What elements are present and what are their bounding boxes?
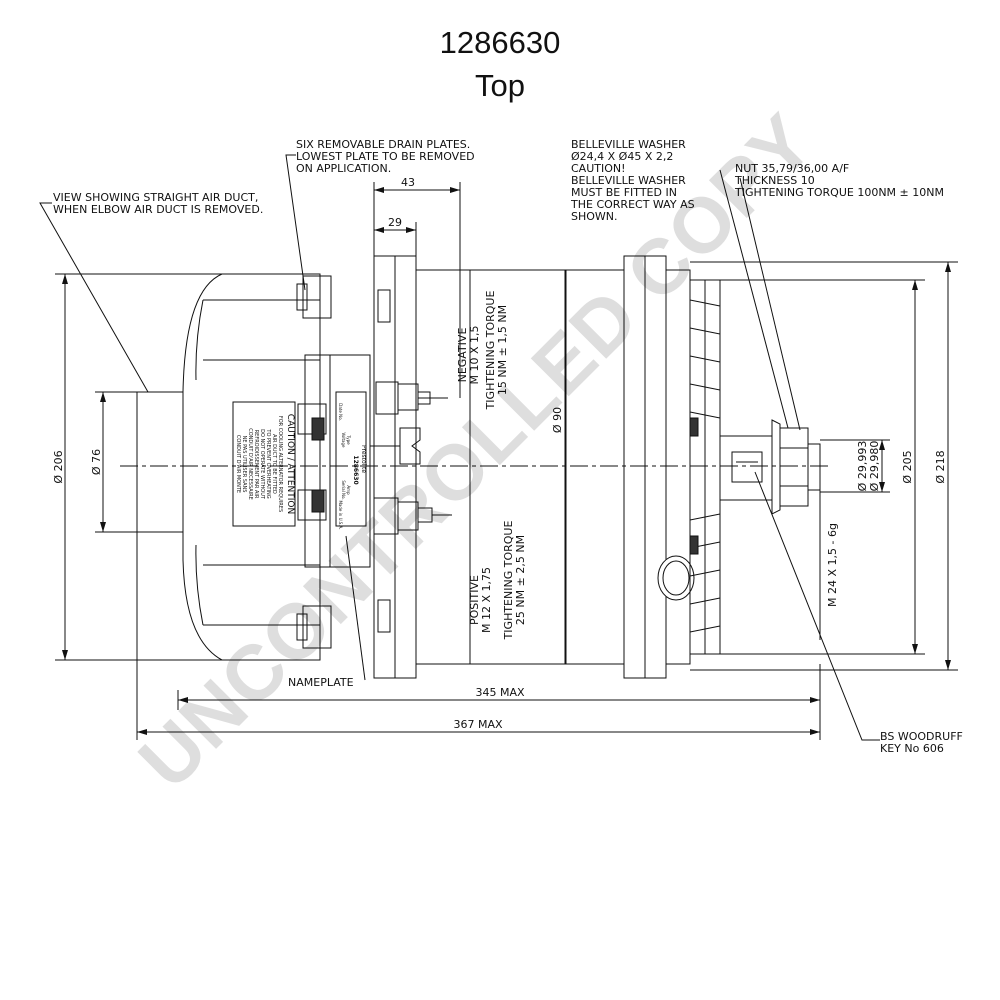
air-duct-note-1: VIEW SHOWING STRAIGHT AIR DUCT,: [53, 191, 258, 204]
belleville-b-2: MUST BE FITTED IN: [571, 186, 677, 199]
negative-torque-2: 15 NM ± 1,5 NM: [496, 305, 509, 395]
caution-line-3: TO PREVENT OVERHEATING: [265, 428, 271, 498]
dim-29: 29: [388, 216, 402, 229]
dim-205: Ø 205: [901, 450, 914, 483]
view-title: Top: [475, 68, 525, 103]
belleville-b-4: SHOWN.: [571, 210, 618, 223]
nameplate: [335, 391, 367, 527]
nut-note-3: TIGHTENING TORQUE 100NM ± 10NM: [734, 186, 944, 199]
negative-label-2: M 10 X 1,5: [468, 325, 481, 384]
belleville-a-1: BELLEVILLE WASHER: [571, 138, 686, 151]
nameplate-line-1: Type: [346, 434, 351, 445]
dimension-arrows: [62, 187, 951, 735]
negative-torque-1: TIGHTENING TORQUE: [484, 291, 497, 411]
dim-367-max: 367 MAX: [453, 718, 503, 731]
positive-label-2: M 12 X 1,75: [480, 567, 493, 633]
drive-shaft: [719, 435, 773, 501]
nameplate-number: 1286630: [352, 455, 359, 484]
dim-206: Ø 206: [52, 450, 65, 483]
belleville-a-3: CAUTION!: [571, 162, 626, 175]
nameplate-line-5: Date No.: [338, 403, 343, 420]
nameplate-line-4: Serial No.: [341, 480, 346, 499]
positive-terminal: [373, 497, 452, 535]
dim-29980: Ø 29,980: [868, 441, 881, 492]
thread-spec: M 24 X 1,5 - 6g: [826, 523, 839, 607]
shaft-nut: [779, 427, 821, 507]
dim-345-max: 345 MAX: [475, 686, 525, 699]
positive-torque-1: TIGHTENING TORQUE: [502, 521, 515, 641]
caution-line-5: REFROIDISSEMENT PAR AIR: [253, 430, 259, 499]
nut-note-1: NUT 35,79/36,00 A/F: [735, 162, 849, 175]
woodruff-note-1: BS WOODRUFF: [880, 730, 963, 743]
belleville-b-3: THE CORRECT WAY AS: [570, 198, 695, 211]
caution-heading: CAUTION / ATTENTION: [285, 414, 295, 514]
negative-label-1: NEGATIVE: [456, 328, 469, 383]
woodruff-note-2: KEY No 606: [880, 742, 944, 755]
belleville-washer: [771, 419, 781, 515]
drain-plates: [296, 275, 332, 649]
dimension-lines: [55, 182, 958, 740]
nameplate-line-3: Amp: [346, 485, 351, 495]
nut-note-2: THICKNESS 10: [734, 174, 815, 187]
caution-line-7: NE PAS UTILISER SANS: [241, 436, 247, 493]
caution-line-4: DO NOT OPERATE WITHOUT: [259, 429, 265, 500]
nameplate-note: NAMEPLATE: [288, 676, 354, 689]
dim-76: Ø 76: [90, 449, 103, 475]
belleville-a-2: Ø24,4 X Ø45 X 2,2: [571, 150, 673, 163]
air-duct-note-2: WHEN ELBOW AIR DUCT IS REMOVED.: [53, 203, 263, 216]
dim-218: Ø 218: [934, 450, 947, 483]
drain-note-2: LOWEST PLATE TO BE REMOVED: [296, 150, 475, 163]
positive-label-1: POSITIVE: [468, 575, 481, 625]
front-flange: [623, 255, 695, 679]
nameplate-brand: Prestolite: [360, 445, 367, 473]
drain-note-3: ON APPLICATION.: [296, 162, 391, 175]
nameplate-line-2: Voltage: [341, 432, 346, 448]
dim-43: 43: [401, 176, 415, 189]
negative-terminal: [375, 381, 448, 415]
part-number-title: 1286630: [439, 25, 561, 60]
cooling-fan: [689, 279, 721, 655]
drain-note-1: SIX REMOVABLE DRAIN PLATES.: [296, 138, 470, 151]
belleville-b-1: BELLEVILLE WASHER: [571, 174, 686, 187]
leader-lines: [39, 154, 880, 741]
positive-torque-2: 25 NM ± 2,5 NM: [514, 535, 527, 625]
dim-29993: Ø 29,993: [856, 441, 869, 492]
nameplate-line-6: Made in U.S.A.: [338, 500, 343, 529]
caution-line-2: AIR DUCT TO BE FITTED: [271, 434, 277, 494]
caution-line-8: CONDUIT D'AIR MONTE: [235, 435, 241, 493]
caution-label: [232, 401, 296, 527]
caution-line-6: CONDUIT D'AIR NECESSAIRE: [247, 428, 253, 500]
dim-90: Ø 90: [551, 407, 564, 433]
air-duct-housing: [136, 273, 321, 661]
caution-line-1: FOR COOLING ALTERNATOR REQUIRES: [277, 416, 283, 512]
